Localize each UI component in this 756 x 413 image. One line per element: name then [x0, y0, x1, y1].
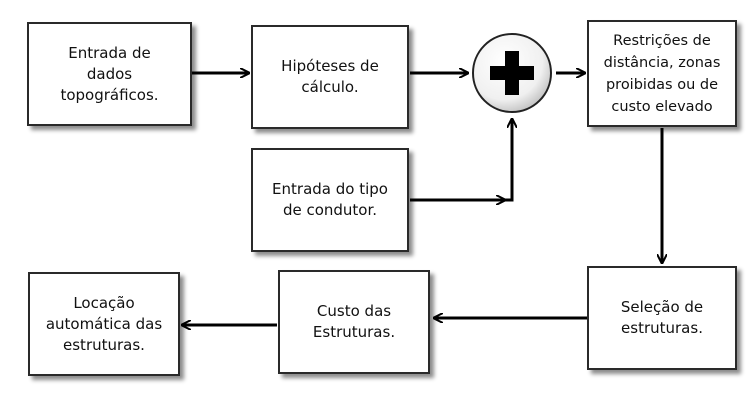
sum-node: [472, 33, 552, 113]
node-restrictions: Restrições de distância, zonas proibidas…: [587, 20, 737, 127]
node-structure-selection: Seleção de estruturas.: [587, 266, 737, 370]
node-topographic-data-input: Entrada de dados topográficos.: [27, 22, 192, 126]
node-calculation-hypotheses: Hipóteses de cálculo.: [251, 25, 409, 129]
plus-icon: [490, 51, 534, 95]
node-conductor-type-input: Entrada do tipo de condutor.: [251, 148, 409, 252]
node-structure-cost-label: Custo das Estruturas.: [312, 302, 396, 341]
node-structure-cost: Custo das Estruturas.: [278, 270, 430, 374]
node-calculation-hypotheses-label: Hipóteses de cálculo.: [281, 57, 379, 96]
node-structure-selection-label: Seleção de estruturas.: [620, 298, 704, 337]
node-topographic-data-input-label: Entrada de dados topográficos.: [60, 43, 159, 104]
node-conductor-type-input-label: Entrada do tipo de condutor.: [272, 180, 388, 219]
node-automatic-structure-location: Locação automática das estruturas.: [28, 272, 180, 376]
edge-conductor-to-sum: [410, 119, 512, 202]
node-restrictions-label: Restrições de distância, zonas proibidas…: [603, 32, 721, 115]
node-automatic-structure-location-label: Locação automática das estruturas.: [45, 293, 163, 354]
